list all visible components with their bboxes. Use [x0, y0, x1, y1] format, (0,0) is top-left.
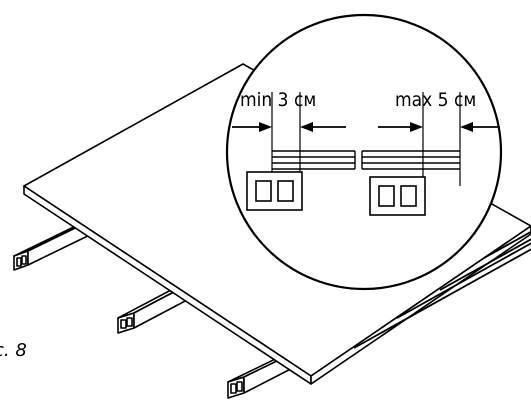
- board-edge-right: [361, 150, 460, 170]
- joist-section-right: [369, 176, 426, 216]
- min-gap-label: min 3 см: [240, 89, 316, 111]
- figure-caption: с. 8: [0, 340, 27, 361]
- min-gap-dimension: [232, 122, 346, 132]
- max-gap-label: max 5 см: [395, 89, 476, 111]
- board-edge-left: [272, 150, 356, 170]
- detail-magnifier: min 3 см max 5 см: [225, 13, 503, 291]
- board-seam: [483, 135, 531, 259]
- max-gap-dimension: [378, 122, 500, 132]
- joist-middle: [117, 274, 207, 334]
- board-seam: [396, 195, 531, 319]
- board-seam: [439, 167, 531, 291]
- board-seam: [353, 225, 531, 349]
- joist-section-left: [246, 171, 303, 211]
